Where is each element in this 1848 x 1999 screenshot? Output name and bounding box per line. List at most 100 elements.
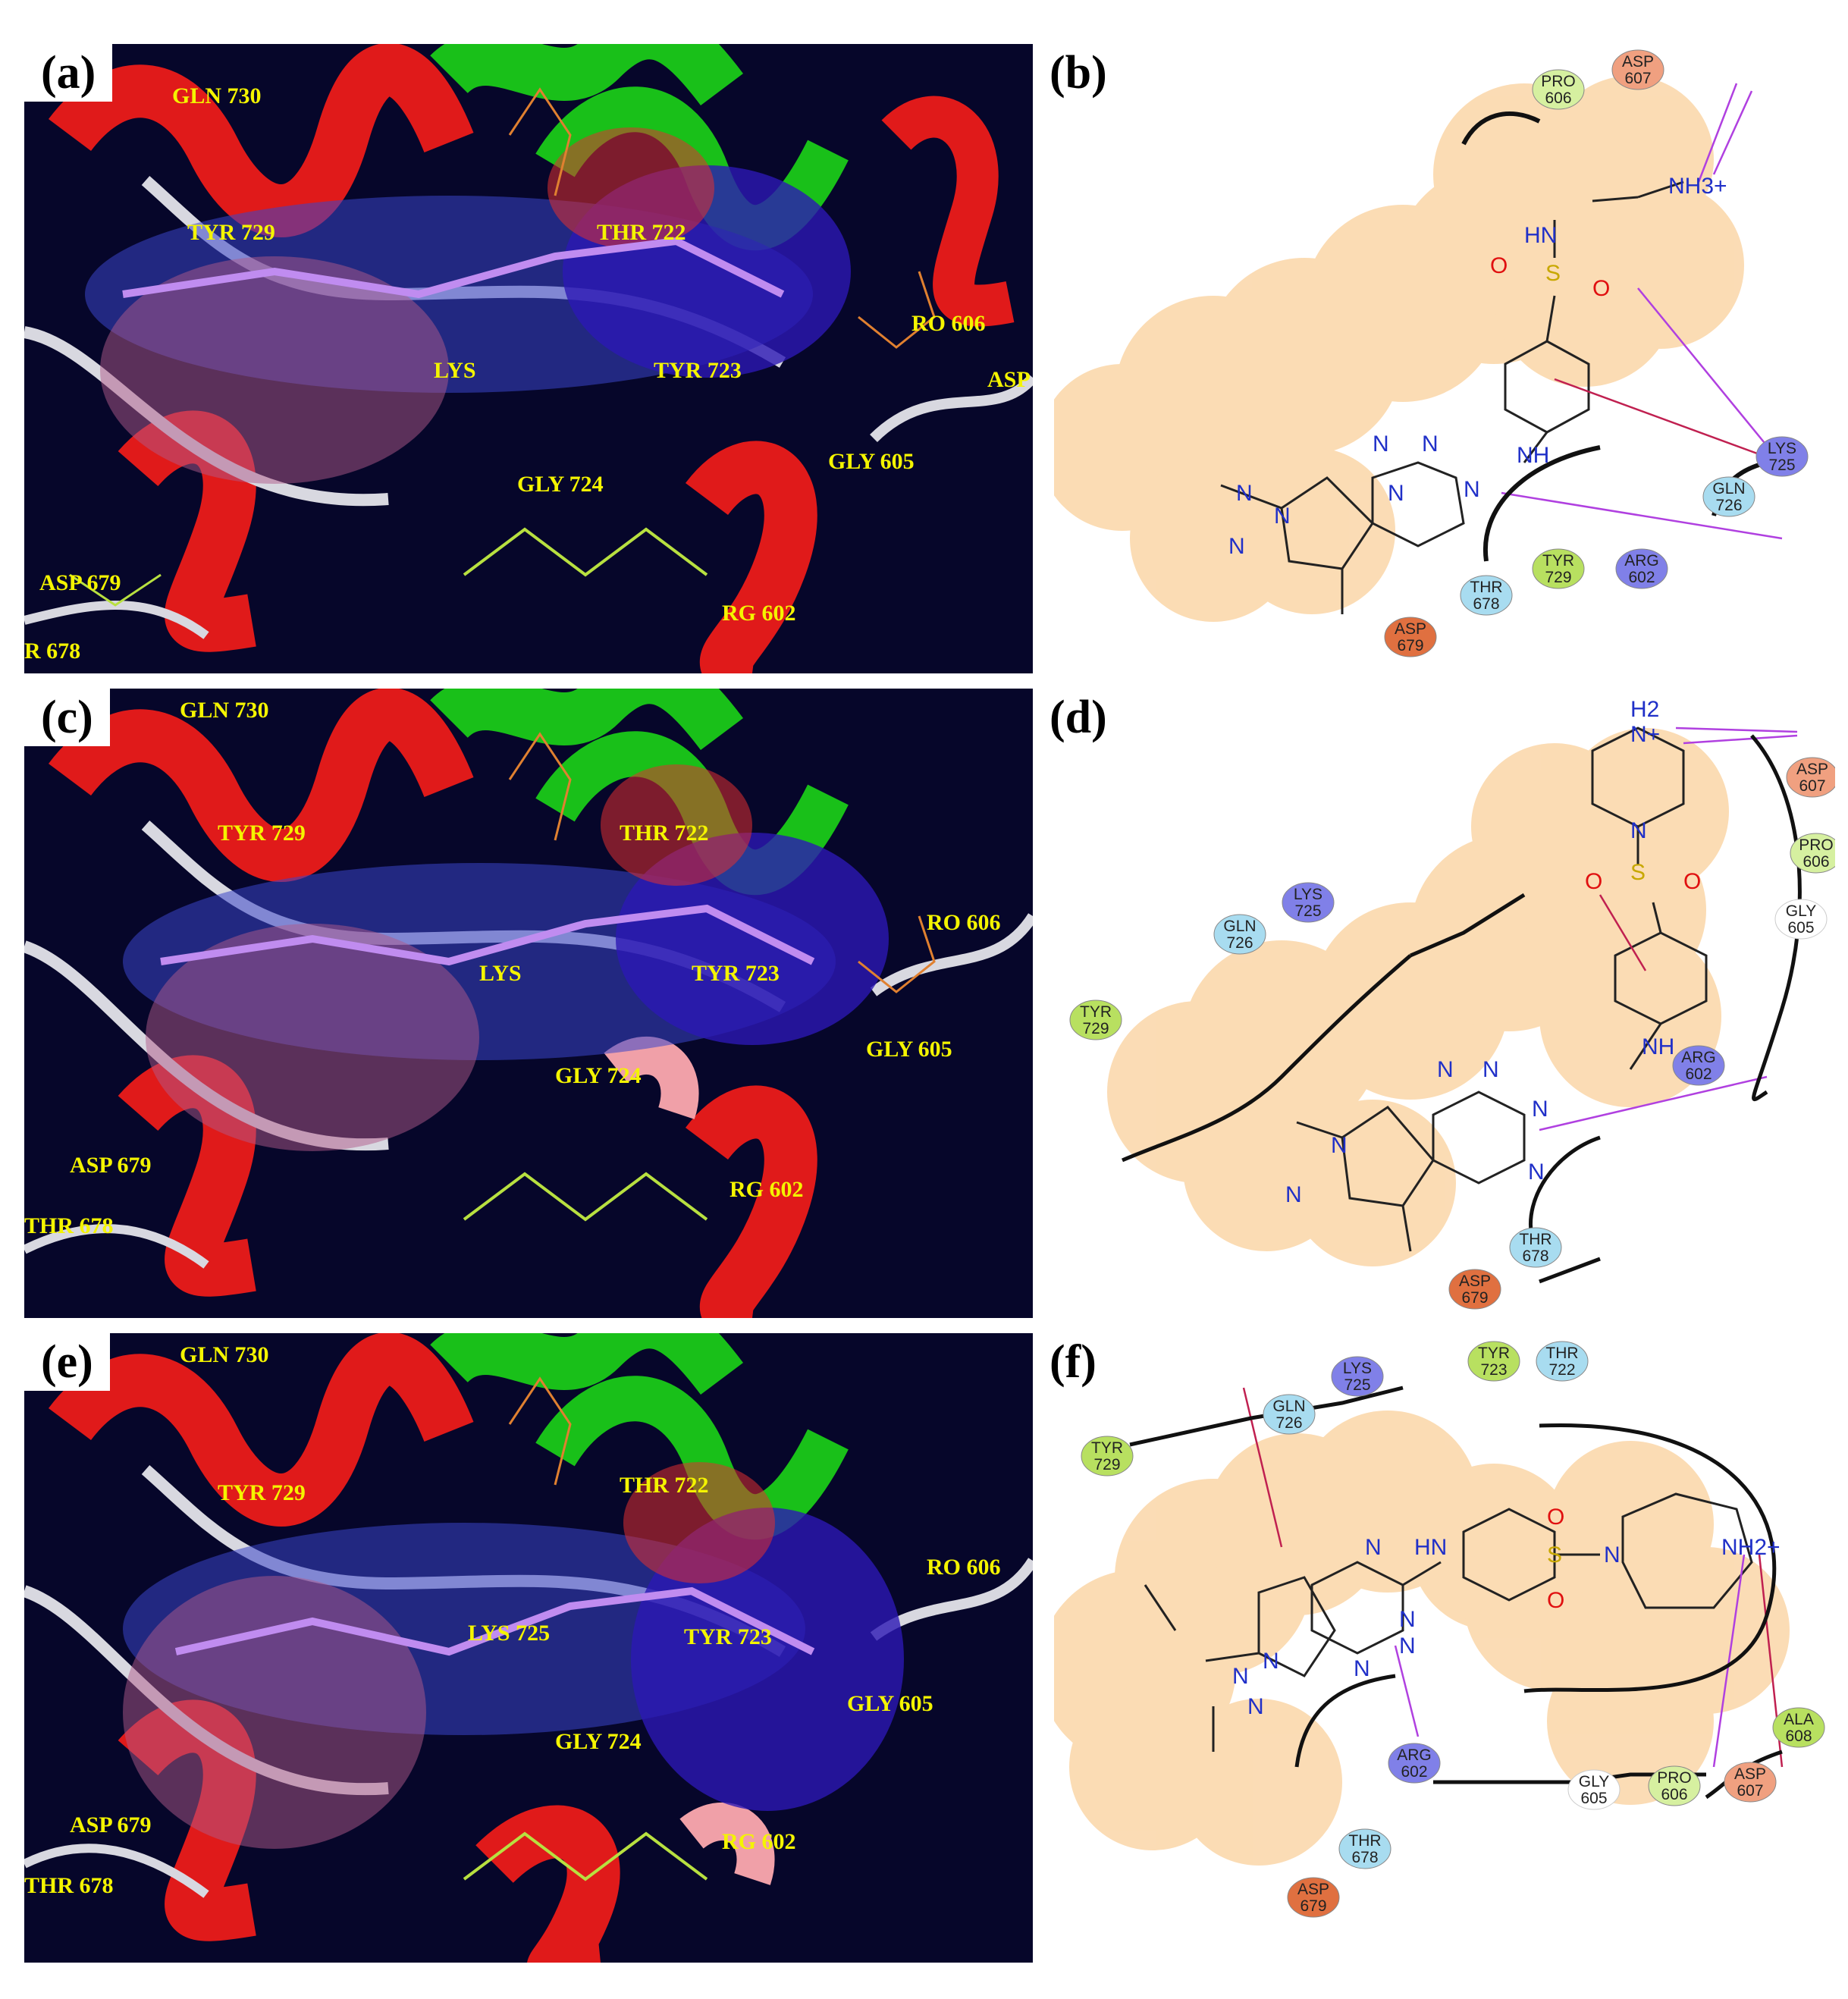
svg-text:608: 608: [1785, 1728, 1812, 1745]
svg-text:ASP: ASP: [1796, 761, 1828, 778]
atom-label: N: [1365, 1535, 1382, 1560]
svg-text:723: 723: [1480, 1361, 1507, 1379]
hydrophobic-halo: [1054, 1411, 1790, 1866]
atom-label: N: [1604, 1542, 1621, 1568]
atom-label: N: [1228, 534, 1245, 559]
svg-text:PRO: PRO: [1657, 1769, 1692, 1787]
residue-label: ASP 679: [70, 1153, 152, 1178]
atom-label: N: [1247, 1694, 1264, 1719]
residue-label: THR 722: [620, 821, 709, 846]
atom-labels: NH3+ HN S O O NH N N N N N N N: [1228, 174, 1727, 559]
svg-text:678: 678: [1473, 595, 1499, 613]
residue-sticks: [69, 87, 936, 607]
svg-text:GLN: GLN: [1712, 480, 1745, 497]
atom-label: N: [1630, 818, 1647, 843]
atom-label: N: [1399, 1633, 1416, 1659]
panel-label-c: (c): [24, 689, 110, 747]
svg-text:LYS: LYS: [1343, 1360, 1372, 1377]
svg-text:678: 678: [1351, 1849, 1378, 1866]
panel-e-3d-view: GLN 730 TYR 729 THR 722 LYS 725 TYR 723 …: [24, 1333, 1033, 1963]
residue-label: TYR 729: [218, 821, 306, 846]
atom-label: N: [1437, 1057, 1454, 1082]
panel-a-3d-view: GLN 730 TYR 729 THR 722 LYS TYR 723 GLY …: [24, 44, 1033, 673]
residue-label: RG 602: [722, 1829, 796, 1854]
atom-label: N+: [1630, 722, 1660, 747]
atom-label: N: [1263, 1649, 1279, 1674]
atom-label: NH: [1517, 443, 1549, 468]
interaction-lines: [1501, 83, 1783, 540]
svg-text:679: 679: [1300, 1897, 1326, 1915]
svg-text:TYR: TYR: [1080, 1003, 1112, 1021]
svg-text:729: 729: [1093, 1456, 1120, 1473]
svg-text:725: 725: [1768, 457, 1795, 474]
ligand-bonds: [1220, 180, 1684, 614]
residue-label: GLY 605: [866, 1037, 952, 1062]
protein-ribbon-render: GLN 730 TYR 729 THR 722 LYS TYR 723 GLY …: [24, 44, 1033, 673]
svg-text:602: 602: [1628, 569, 1655, 586]
atom-label: O: [1547, 1588, 1564, 1613]
atom-label: N: [1236, 481, 1253, 506]
svg-text:ASP: ASP: [1622, 53, 1654, 71]
svg-text:THR: THR: [1348, 1832, 1381, 1850]
atom-label: O: [1683, 869, 1701, 894]
panel-label-b: (b): [1033, 44, 1124, 102]
residue-label: RG 602: [722, 601, 796, 626]
residue-label: GLN 730: [180, 698, 269, 723]
svg-text:ASP: ASP: [1734, 1765, 1766, 1783]
atom-label: S: [1630, 860, 1646, 885]
residue-sticks: [463, 732, 936, 1222]
svg-text:GLN: GLN: [1223, 918, 1256, 935]
svg-text:726: 726: [1715, 497, 1742, 514]
protein-ribbon-render: GLN 730 TYR 729 THR 722 LYS 725 TYR 723 …: [24, 1333, 1033, 1963]
atom-label: NH: [1642, 1034, 1674, 1059]
atom-label: N: [1331, 1133, 1348, 1158]
svg-text:602: 602: [1401, 1763, 1427, 1781]
residue-label: TYR 729: [218, 1480, 306, 1505]
residue-label: GLY 605: [847, 1691, 933, 1716]
svg-text:726: 726: [1226, 934, 1253, 952]
svg-text:GLY: GLY: [1786, 902, 1816, 920]
hydrophobic-halo: [1107, 728, 1729, 1266]
svg-text:PRO: PRO: [1541, 73, 1576, 90]
ligand-bonds: [1144, 1492, 1753, 1752]
residue-label: TYR 723: [692, 961, 780, 986]
residue-label: GLY 605: [828, 449, 915, 474]
atom-label: N: [1285, 1182, 1302, 1207]
svg-text:725: 725: [1294, 902, 1321, 920]
hydrophobic-halo: [1054, 76, 1744, 622]
atom-label: N: [1388, 481, 1404, 506]
svg-text:607: 607: [1737, 1782, 1763, 1800]
atom-label: HN: [1524, 223, 1557, 248]
residue-labels: GLN 730 TYR 729 THR 722 LYS TYR 723 GLY …: [24, 83, 1031, 664]
svg-text:ARG: ARG: [1397, 1746, 1432, 1764]
atom-label: N: [1373, 431, 1389, 457]
atom-label: O: [1547, 1505, 1564, 1530]
svg-text:GLN: GLN: [1272, 1398, 1305, 1415]
residue-label: LYS: [434, 358, 476, 383]
atom-label: O: [1585, 869, 1602, 894]
protein-ribbon-render: GLN 730 TYR 729 THR 722 LYS TYR 723 GLY …: [24, 689, 1033, 1318]
panel-c-3d-view: GLN 730 TYR 729 THR 722 LYS TYR 723 GLY …: [24, 689, 1033, 1318]
residue-label: GLY 724: [517, 472, 604, 497]
atom-label: N: [1232, 1664, 1249, 1689]
